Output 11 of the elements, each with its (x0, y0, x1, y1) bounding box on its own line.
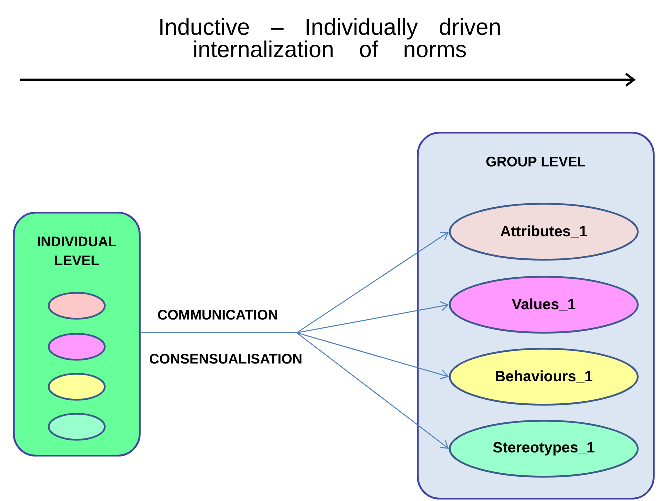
oval (48, 292, 106, 320)
line-label: CONSENSUALISATION (150, 354, 302, 364)
oval (48, 333, 106, 361)
oval: Attributes_1 (449, 203, 639, 261)
line-label: COMMUNICATION (158, 310, 278, 320)
oval (48, 373, 106, 401)
oval: Stereotypes_1 (449, 420, 639, 478)
title: Inductive – Individually driven internalization of norms (160, 18, 500, 58)
oval: Behaviours_1 (449, 348, 639, 406)
oval: Values_1 (449, 276, 639, 334)
oval (48, 413, 106, 441)
